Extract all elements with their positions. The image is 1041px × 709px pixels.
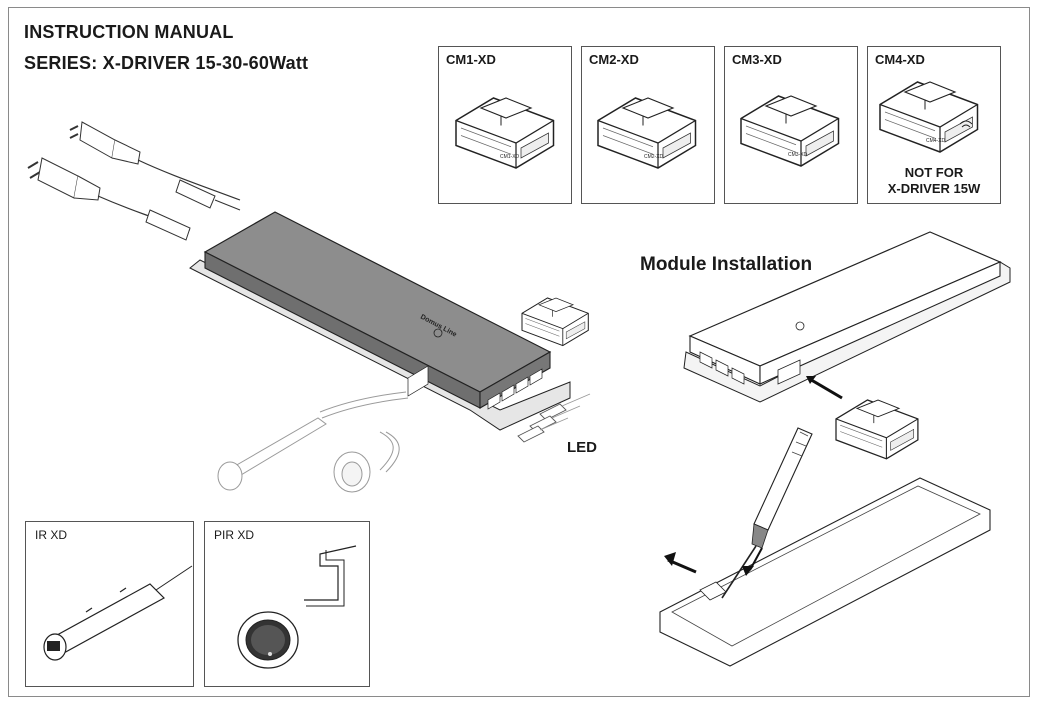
module-tag: CM4-XD [926, 138, 946, 144]
wifi-icon [959, 120, 973, 128]
manual-title: INSTRUCTION MANUAL [24, 22, 234, 42]
module-cm4-drawing: CM4-XD [879, 81, 979, 153]
power-icon [433, 328, 443, 338]
spare-module-drawing [521, 297, 589, 347]
pir-sensor-drawing [237, 545, 357, 669]
module-warning-line1: NOT FOR [904, 165, 964, 180]
module-installation-title: Module Installation [640, 254, 813, 275]
module-tag: CM1-XD [500, 154, 520, 160]
module-cm1-drawing: CM1-XD [455, 97, 555, 169]
module-cm2-drawing: CM2-XD [597, 97, 697, 169]
module-label: CM3-XD [732, 52, 782, 67]
screwdriver-pcb-drawing [659, 427, 991, 667]
page-frame [8, 7, 1030, 697]
module-label: CM1-XD [446, 52, 496, 67]
module-tag: CM3-XD [788, 152, 808, 158]
ir-sensor-drawing [43, 565, 193, 661]
sensor-label: PIR XD [214, 528, 255, 542]
sensor-cables-drawing [217, 391, 409, 493]
power-plugs-drawing [27, 121, 241, 241]
module-label: CM2-XD [589, 52, 639, 67]
sensor-label: IR XD [35, 528, 68, 542]
led-label: LED [567, 439, 597, 456]
module-cm3-drawing: CM3-XD [740, 95, 840, 167]
installation-driver-drawing [683, 231, 1011, 460]
driver-unit-drawing: Domus Line [189, 211, 571, 431]
module-label: CM4-XD [875, 52, 925, 67]
module-tag: CM2-XD [644, 154, 664, 160]
led-connectors-drawing [517, 393, 591, 443]
series-title: SERIES: X-DRIVER 15-30-60Watt [24, 53, 309, 73]
module-warning-line2: X-DRIVER 15W [887, 181, 981, 196]
